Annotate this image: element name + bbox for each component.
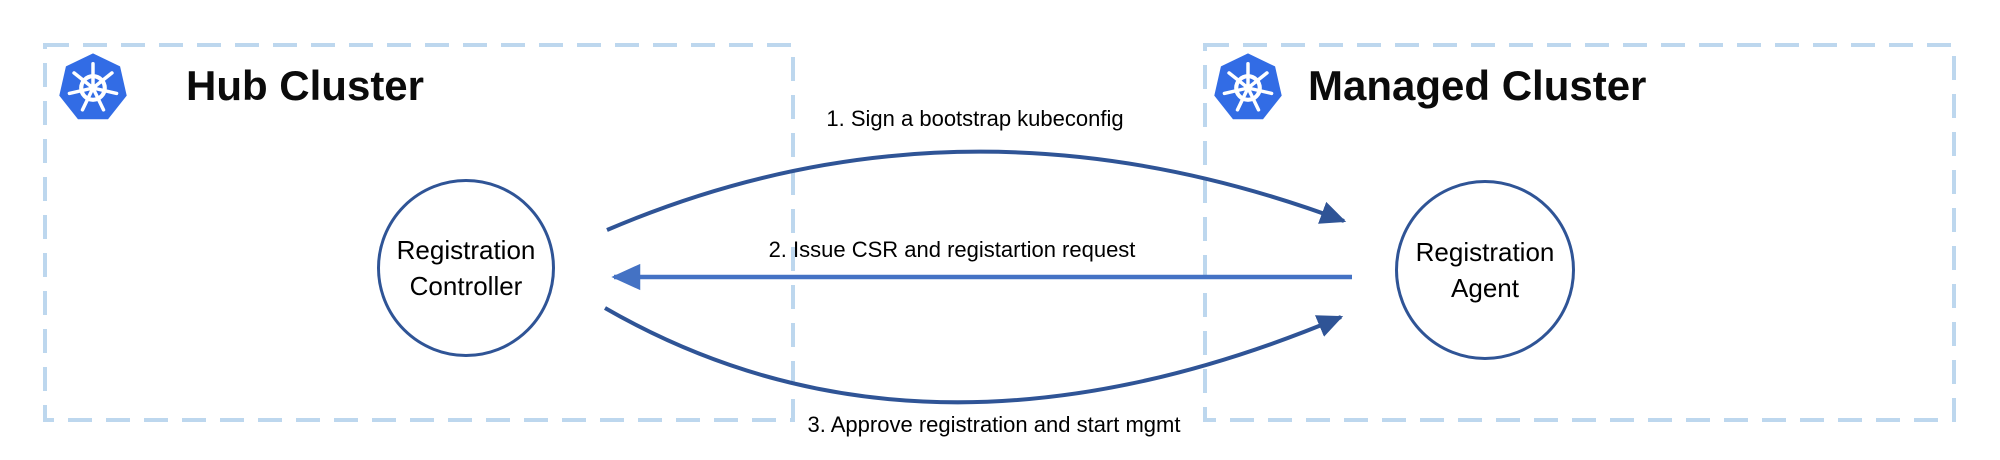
registration-controller-label: Registration Controller	[396, 235, 536, 301]
kubernetes-icon	[59, 53, 127, 120]
managed-cluster-box	[1203, 43, 1956, 422]
arrow-sign-bootstrap-kubeconfig	[606, 149, 1347, 232]
registration-agent-node: Registration Agent	[1395, 180, 1575, 360]
registration-agent-label: Registration Agent	[1415, 237, 1555, 303]
hub-cluster-title: Hub Cluster	[186, 62, 425, 109]
arrow-label-sign-bootstrap-kubeconfig: 1. Sign a bootstrap kubeconfig	[826, 106, 1124, 131]
arrow-label-approve-registration: 3. Approve registration and start mgmt	[807, 412, 1181, 437]
managed-cluster-title: Managed Cluster	[1308, 62, 1647, 109]
arrow-approve-registration	[604, 306, 1344, 405]
registration-controller-node: Registration Controller	[377, 179, 555, 357]
arrow-label-issue-csr-request: 2. Issue CSR and registartion request	[768, 237, 1136, 262]
kubernetes-icon	[1214, 53, 1282, 120]
hub-cluster-box	[43, 43, 795, 422]
